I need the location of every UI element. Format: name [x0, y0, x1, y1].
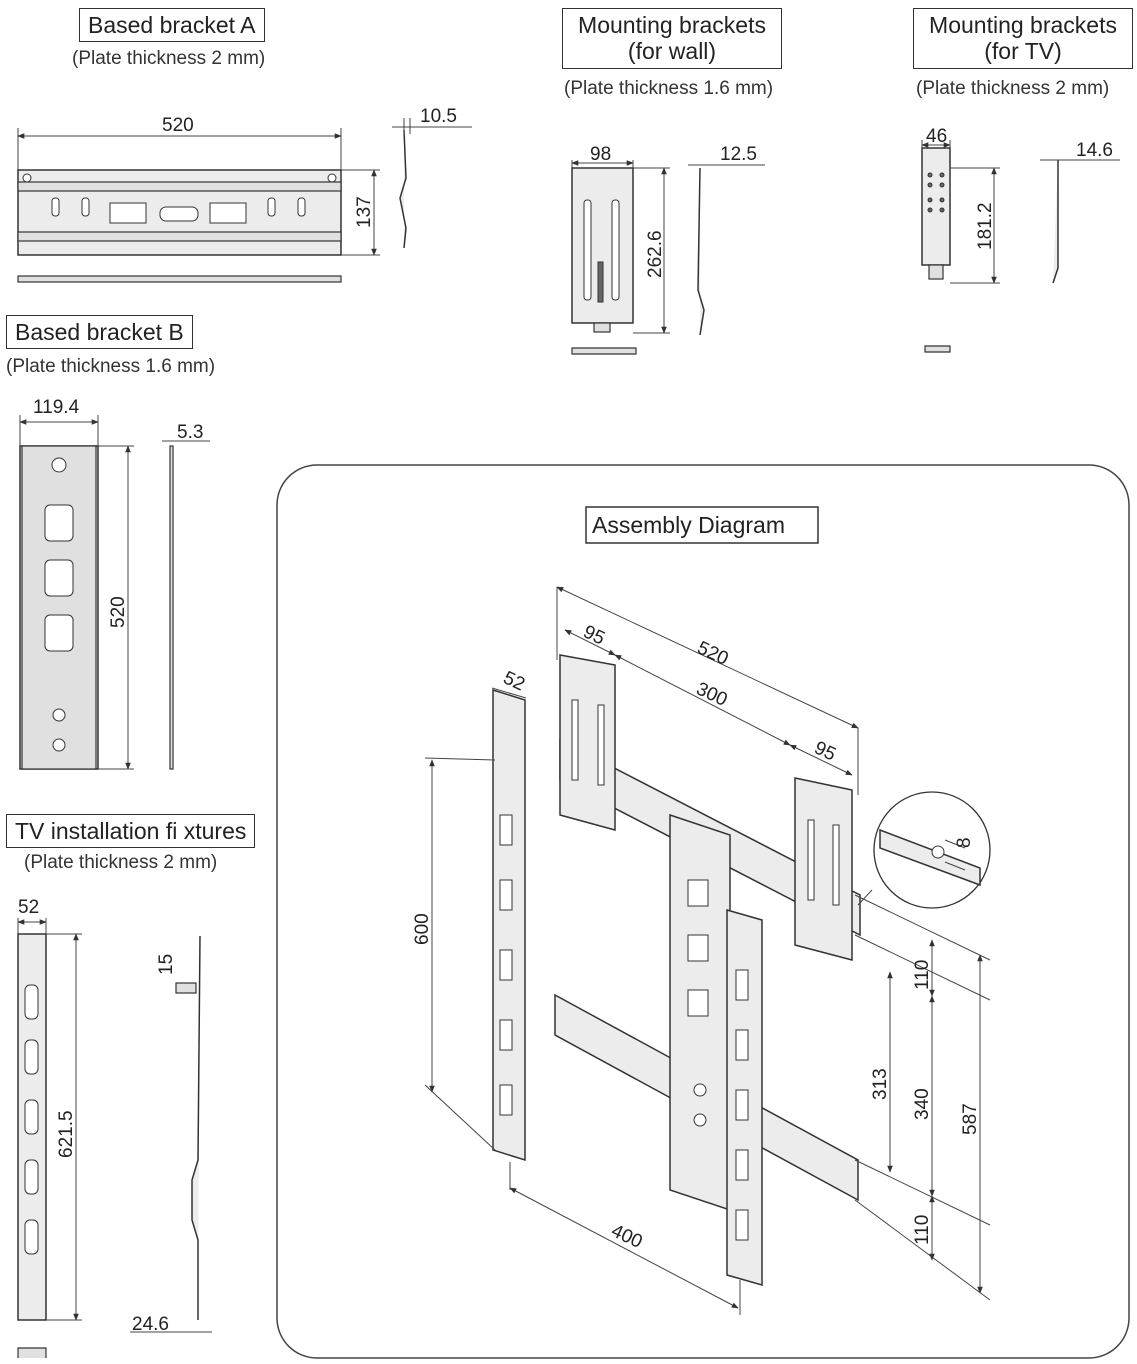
- bracket-a-width: 520: [162, 115, 194, 136]
- assembly-title: Assembly Diagram: [592, 512, 785, 538]
- assembly-drawing: [424, 586, 991, 1315]
- assembly-dim-8: 8: [954, 837, 975, 848]
- assembly-dim-340: 340: [912, 1088, 933, 1120]
- fixtures-title: TV installation fi xtures: [6, 814, 256, 849]
- fixtures-height: 621.5: [56, 1110, 77, 1158]
- bracket-b-thickness: (Plate thickness 1.6 mm): [6, 356, 216, 377]
- tv-bracket-title-line2: (for TV): [984, 38, 1062, 65]
- bracket-a-height: 137: [354, 196, 375, 228]
- bracket-a-edge-view: [17, 275, 342, 283]
- assembly-dim-600: 600: [412, 913, 433, 945]
- tv-bracket-thickness: (Plate thickness 2 mm): [916, 78, 1110, 99]
- bracket-a-title: Based bracket A: [79, 8, 265, 43]
- bracket-b-width: 119.4: [33, 397, 80, 418]
- assembly-dim-313: 313: [870, 1068, 891, 1100]
- wall-bracket-title: Mounting brackets (for wall): [562, 8, 782, 69]
- tv-bracket-profile: 14.6: [1076, 140, 1113, 161]
- assembly-wall-bracket-right: [794, 777, 853, 961]
- wall-bracket-title-line2: (for wall): [627, 38, 717, 65]
- bracket-a-drawing: [17, 118, 472, 283]
- tv-bracket-title: Mounting brackets (for TV): [913, 8, 1133, 69]
- wall-bracket-height: 262.6: [645, 230, 666, 278]
- assembly-dim-587: 587: [960, 1103, 981, 1135]
- bracket-b-title: Based bracket B: [6, 315, 193, 350]
- bracket-b-drawing: [19, 415, 210, 770]
- tv-bracket-title-line1: Mounting brackets: [929, 12, 1117, 38]
- fixtures-drawing: [17, 918, 212, 1358]
- assembly-title-box: [585, 506, 819, 544]
- fixtures-thickness: (Plate thickness 2 mm): [24, 852, 218, 873]
- assembly-dim-110-top: 110: [912, 960, 933, 990]
- wall-bracket-title-line1: Mounting brackets: [578, 12, 766, 38]
- fixtures-hook: 15: [156, 954, 177, 975]
- tv-bracket-height: 181.2: [975, 202, 996, 250]
- fixtures-width: 52: [18, 897, 39, 918]
- wall-bracket-thickness: (Plate thickness 1.6 mm): [564, 78, 774, 99]
- assembly-wall-bracket-left: [559, 654, 616, 831]
- bracket-a-thickness: (Plate thickness 2 mm): [72, 48, 266, 69]
- tv-bracket-plate: [921, 147, 951, 266]
- bracket-b-side-view: [169, 445, 174, 770]
- tv-bracket-width: 46: [926, 126, 947, 147]
- wall-bracket-drawing: [571, 160, 765, 355]
- fixtures-depth: 24.6: [132, 1314, 169, 1335]
- wall-bracket-width: 98: [590, 144, 611, 165]
- bracket-b-height: 520: [108, 596, 129, 628]
- bracket-a-profile: 10.5: [420, 106, 457, 127]
- wall-bracket-profile: 12.5: [720, 144, 757, 165]
- fixtures-bottom-view: [17, 1347, 47, 1358]
- assembly-dim-110-bottom: 110: [912, 1215, 933, 1245]
- fixtures-side-view: [191, 935, 201, 1320]
- bracket-b-profile: 5.3: [177, 422, 203, 443]
- tv-bracket-bottom-view: [924, 345, 951, 353]
- wall-bracket-bottom-view: [571, 347, 637, 355]
- tv-bracket-drawing: [921, 140, 1120, 353]
